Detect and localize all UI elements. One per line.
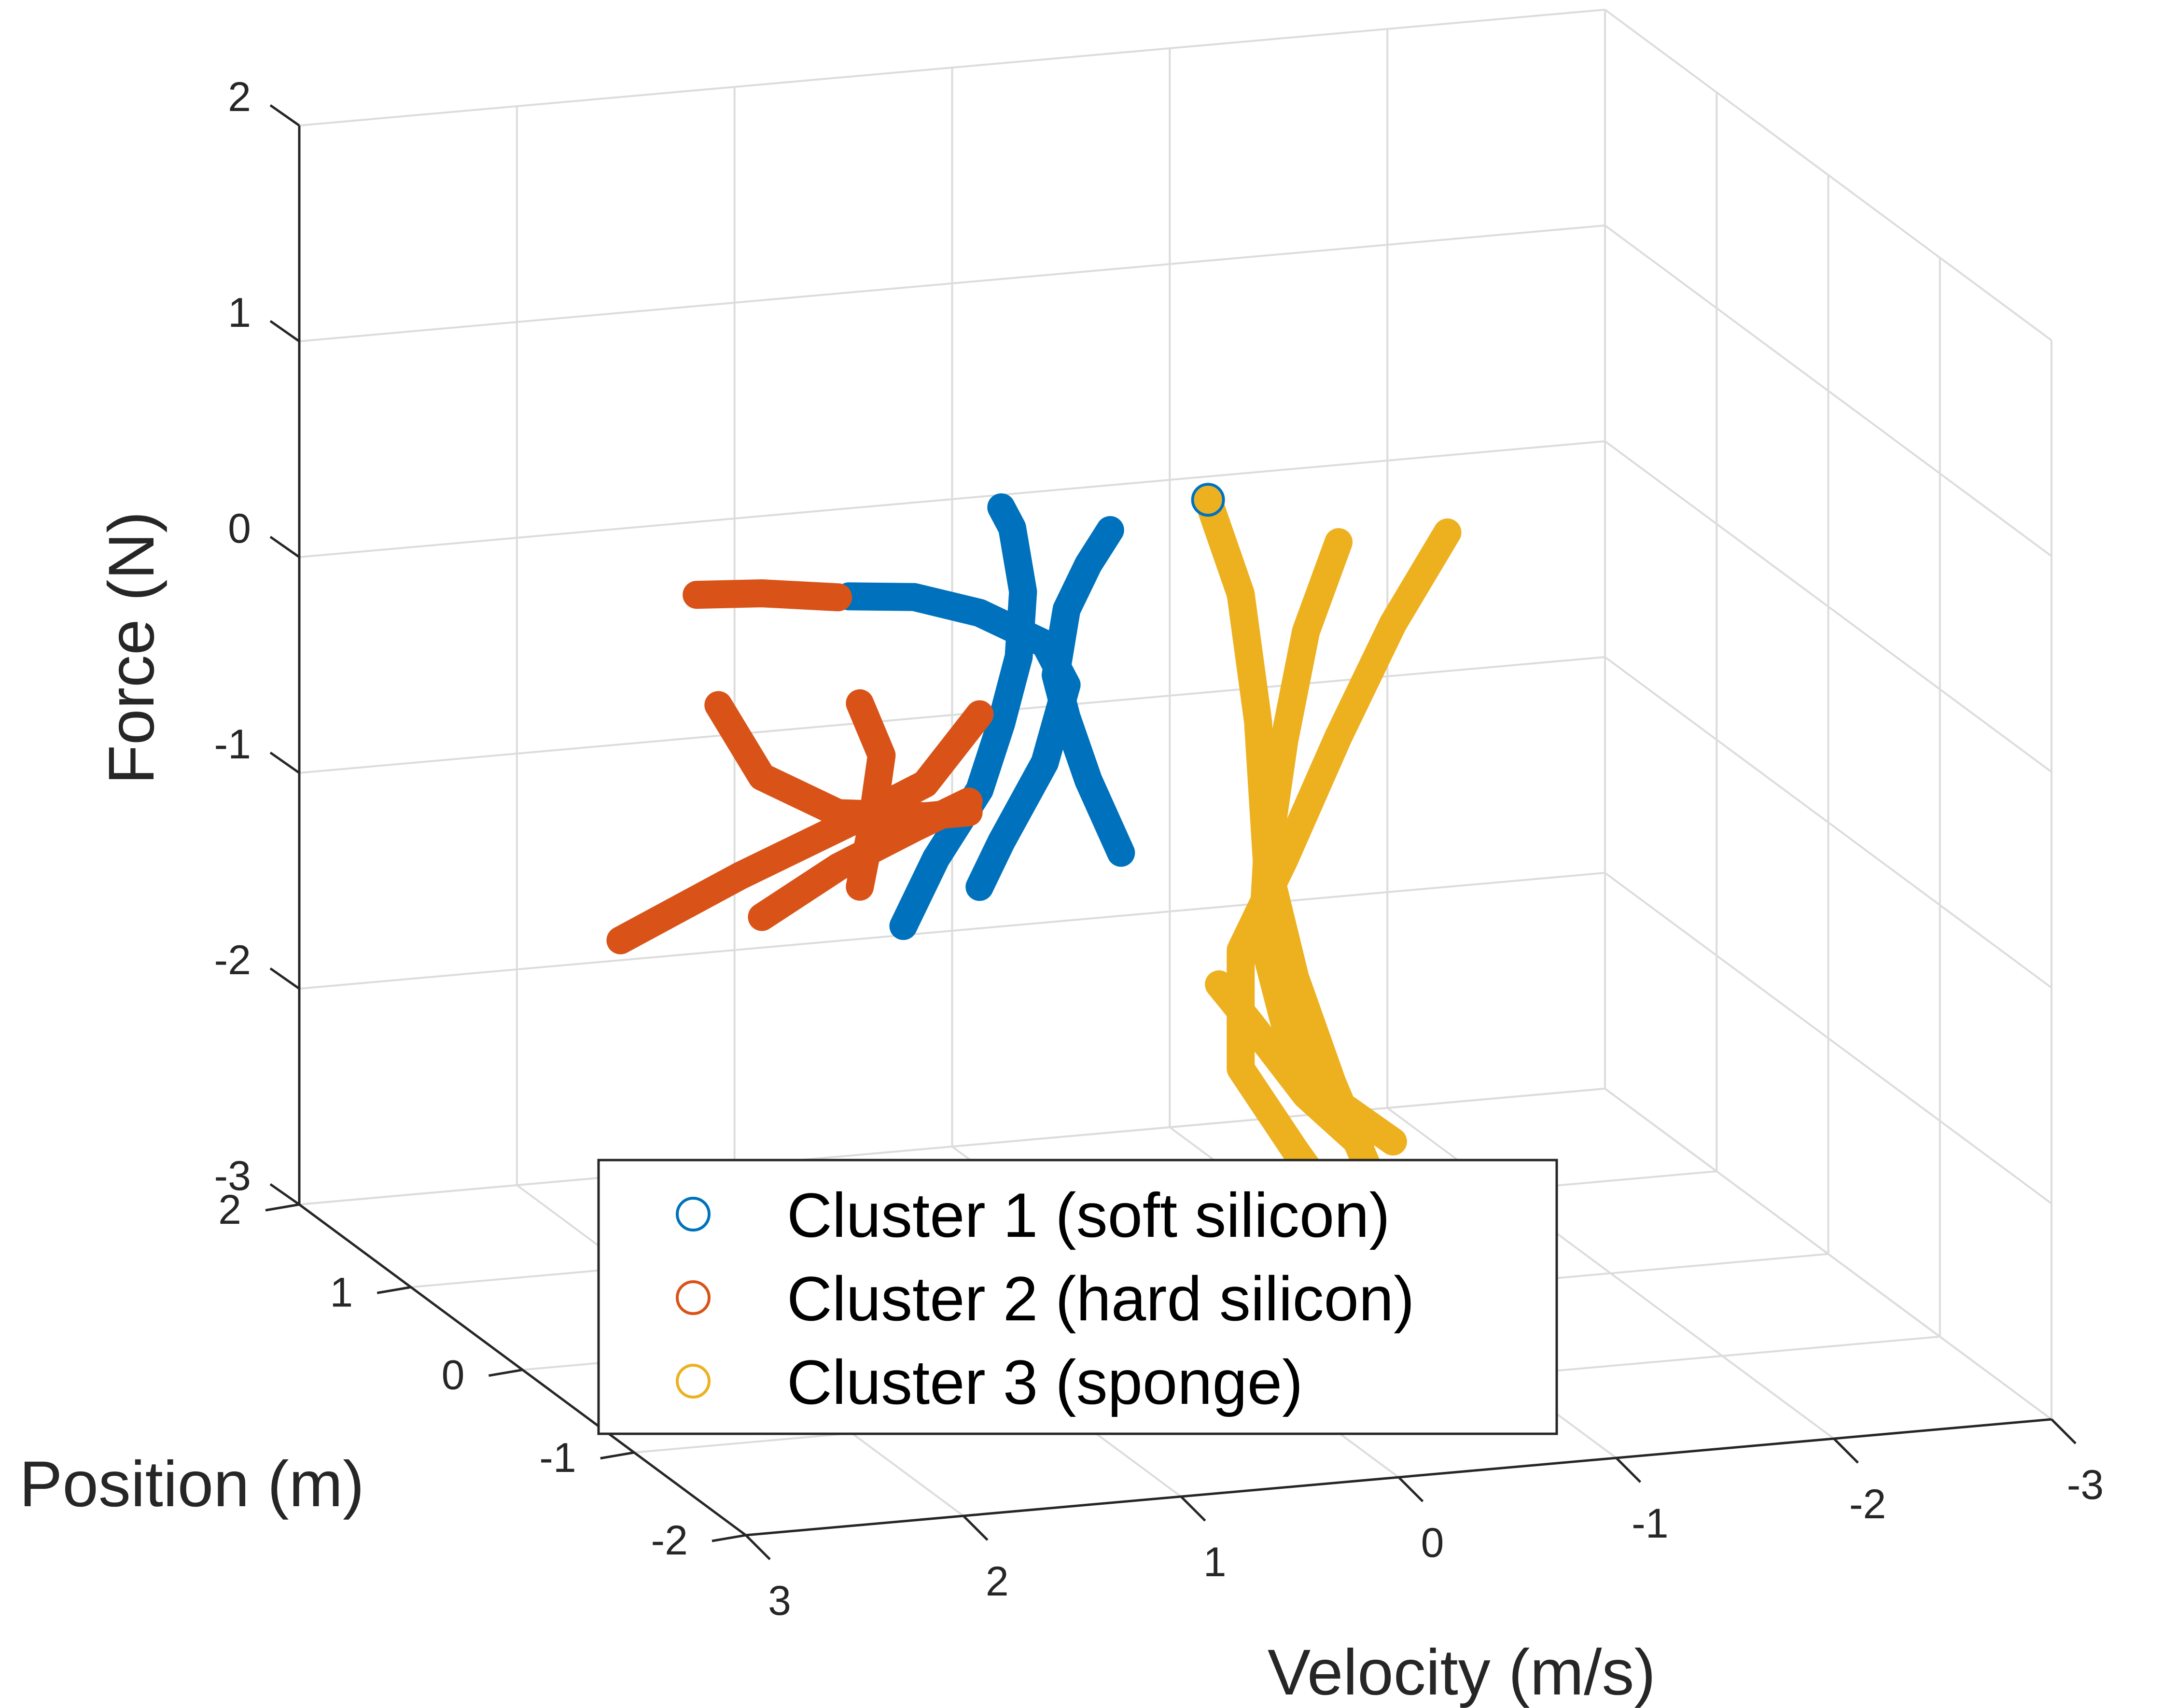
z-tick-label: 0 — [228, 505, 251, 552]
y-tick-mark — [712, 1534, 746, 1542]
x-tick-mark — [1180, 1496, 1206, 1522]
y-tick-mark — [600, 1451, 635, 1460]
legend-label-cluster-1: Cluster 1 (soft silicon) — [787, 1180, 1390, 1250]
z-axis-label: Force (N) — [96, 511, 167, 784]
y-tick-label: 0 — [442, 1352, 465, 1399]
x-tick-mark — [1397, 1476, 1424, 1502]
y-tick-mark — [265, 1203, 300, 1212]
x-axis-label: Velocity (m/s) — [1268, 1637, 1656, 1708]
x-tick-label: 0 — [1421, 1520, 1444, 1566]
legend-marker-cluster-2 — [676, 1280, 711, 1315]
legend-label-cluster-2: Cluster 2 (hard silicon) — [787, 1263, 1414, 1334]
trajectory-cluster-3 — [1227, 518, 1462, 1256]
x-tick-label: 1 — [1203, 1539, 1227, 1585]
legend-marker-cluster-1 — [676, 1197, 711, 1232]
trajectory-cluster-1 — [889, 493, 1037, 940]
y-tick-mark — [488, 1369, 523, 1377]
trajectory-start-marker — [1191, 483, 1225, 517]
y-tick-label: 2 — [218, 1187, 241, 1233]
trajectory-cluster-3 — [1205, 970, 1375, 1159]
z-tick-label: 1 — [228, 290, 251, 336]
trajectory-cluster-2 — [748, 787, 983, 931]
trajectory-cluster-1 — [835, 582, 1081, 901]
z-tick-mark — [269, 535, 300, 559]
z-tick-mark — [269, 751, 300, 774]
y-tick-label: -1 — [539, 1435, 576, 1481]
y-axis-label: Position (m) — [19, 1448, 364, 1520]
z-tick-mark — [269, 967, 300, 990]
grid-line — [1604, 1088, 2052, 1420]
x-tick-label: -1 — [1632, 1500, 1668, 1547]
trajectories — [606, 483, 1462, 1256]
x-tick-label: 3 — [768, 1578, 791, 1624]
y-tick-label: -2 — [651, 1517, 688, 1564]
x-tick-mark — [1833, 1438, 1859, 1464]
x-tick-mark — [2051, 1418, 2077, 1444]
legend-marker-cluster-3 — [676, 1364, 711, 1399]
legend-label-cluster-3: Cluster 3 (sponge) — [787, 1347, 1303, 1417]
legend: Cluster 1 (soft silicon) Cluster 2 (hard… — [597, 1159, 1558, 1435]
x-tick-label: 2 — [986, 1558, 1009, 1605]
z-tick-label: -3 — [214, 1153, 251, 1199]
x-tick-label: -2 — [1849, 1481, 1886, 1527]
z-tick-label: 2 — [228, 74, 251, 120]
legend-box — [597, 1159, 1558, 1435]
trajectory-cluster-2 — [606, 700, 994, 954]
z-tick-mark — [269, 320, 300, 343]
x-tick-mark — [1615, 1457, 1642, 1483]
z-tick-mark — [269, 1183, 300, 1206]
x-tick-label: -3 — [2067, 1462, 2104, 1508]
x-tick-mark — [963, 1515, 989, 1541]
trajectory-cluster-2 — [683, 579, 852, 612]
y-tick-mark — [377, 1286, 411, 1294]
axes — [265, 104, 2077, 1560]
z-tick-label: -1 — [214, 721, 251, 768]
tick-labels: -3 -2 -1 0 1 2 -2 -1 0 1 2 3 2 1 0 -1 -2 -3 — [214, 74, 2104, 1624]
y-tick-label: 1 — [330, 1269, 353, 1316]
z-tick-label: -2 — [214, 937, 251, 983]
x-tick-mark — [745, 1534, 771, 1560]
z-tick-mark — [269, 104, 300, 127]
